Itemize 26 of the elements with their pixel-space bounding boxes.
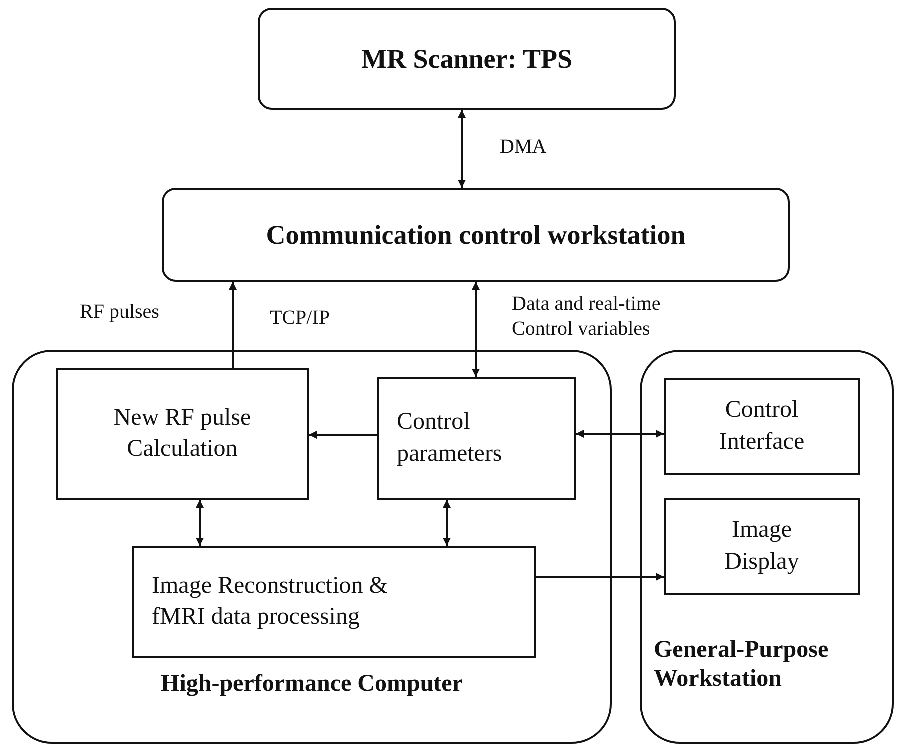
box-title: Communication control workstation — [266, 220, 686, 250]
group-heading: General-Purpose Workstation — [654, 636, 830, 694]
arrow — [443, 500, 451, 546]
arrow — [458, 110, 466, 188]
group-container — [640, 350, 894, 744]
system-box — [258, 8, 676, 110]
group-container — [12, 350, 612, 744]
box-title: MR Scanner: TPS — [361, 44, 572, 74]
box-label: New RF pulse Calculation — [112, 404, 252, 464]
arrow — [196, 500, 204, 546]
arrow — [576, 430, 664, 438]
process-box — [377, 377, 576, 500]
box-label: Control Interface — [718, 396, 806, 456]
process-box — [132, 546, 536, 658]
arrow — [229, 282, 237, 368]
box-label: Image Reconstruction & fMRI data processing — [152, 572, 389, 632]
box-label: Control parameters — [397, 408, 504, 468]
process-box — [664, 498, 860, 595]
process-box — [56, 368, 309, 500]
group-heading: High-performance Computer — [160, 670, 464, 699]
arrow — [536, 573, 664, 581]
system-box — [162, 188, 790, 282]
arrow — [472, 282, 480, 377]
arrow — [309, 431, 377, 439]
box-label: Image Display — [724, 516, 800, 576]
process-box — [664, 378, 860, 475]
